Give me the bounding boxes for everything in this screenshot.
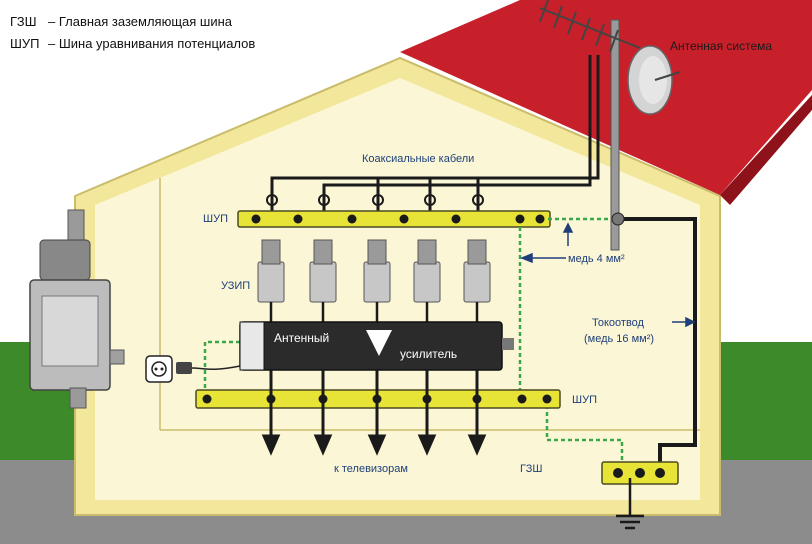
amplifier-triangle-icon (366, 330, 392, 356)
legend-gzsh-text: – Главная заземляющая шина (48, 14, 233, 29)
gzsh-bolts (613, 468, 665, 478)
shup-top-bolts (251, 214, 545, 224)
uzip-device (463, 239, 491, 303)
uzip-device (309, 239, 337, 303)
yagi-antenna-icon (539, 0, 641, 53)
legend-gzsh-abbr: ГЗШ (10, 14, 37, 29)
shup-bottom-label: ШУП (572, 394, 597, 406)
coax-cables (270, 55, 600, 220)
amp-right-connector (502, 338, 514, 350)
shup-top-busbar (237, 210, 551, 228)
green-bonding-wires (203, 217, 624, 470)
downconductor-label-2: (медь 16 мм²) (584, 333, 654, 345)
amp-input-cables (269, 302, 479, 322)
antenna-amplifier (239, 321, 503, 371)
downconductor-label-1: Токоотвод (592, 317, 645, 329)
antenna-mast (610, 19, 620, 251)
uzip-label: УЗИП (221, 280, 250, 292)
uzip-devices (257, 239, 491, 303)
uzip-device (363, 239, 391, 303)
roof-edge (720, 95, 812, 205)
shup-bottom-bolts (202, 394, 552, 404)
amplifier-panel (239, 321, 265, 371)
gzsh-label: ГЗШ (520, 463, 542, 475)
shup-top-label: ШУП (203, 213, 228, 225)
down-conductor (618, 217, 697, 470)
earth-ground-icon (616, 478, 644, 530)
legend-shup-text: – Шина уравнивания потенциалов (48, 36, 255, 51)
to-tv-label: к телевизорам (334, 463, 408, 475)
satellite-dish-icon (627, 45, 681, 115)
coax-cables-label: Коаксиальные кабели (362, 153, 474, 165)
legend-shup-abbr: ШУП (10, 36, 40, 51)
uzip-device (413, 239, 441, 303)
amp-label-2: усилитель (400, 347, 457, 361)
uzip-large-device (29, 209, 125, 409)
uzip-device (257, 239, 285, 303)
copper-4-label: медь 4 мм² (568, 253, 625, 265)
leader-lines (519, 222, 696, 328)
amp-label-1: Антенный (274, 331, 329, 345)
mast-clamp (611, 212, 625, 226)
power-plug-icon (176, 362, 241, 374)
antenna-system-label: Антенная система (670, 39, 772, 53)
roof (400, 0, 812, 195)
power-socket-icon (145, 355, 173, 383)
tv-output-cables (261, 370, 487, 456)
cable-loops (266, 194, 484, 206)
